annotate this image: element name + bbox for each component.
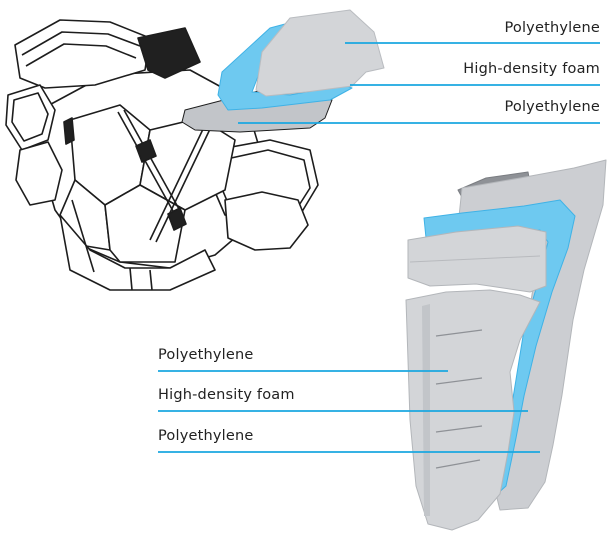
shin-label-polyethylene-top: Polyethylene [158,347,254,363]
shoulder-label-polyethylene-top: Polyethylene [504,20,600,36]
shoulder-label-foam: High-density foam [463,61,600,77]
shoulder-label-polyethylene-bottom: Polyethylene [504,99,600,115]
shoulder-insert [182,10,384,132]
shin-label-foam: High-density foam [158,387,295,403]
shoulder-top-shell [256,10,384,96]
shin-guard [406,160,606,530]
shin-label-polyethylene-bottom: Polyethylene [158,428,254,444]
